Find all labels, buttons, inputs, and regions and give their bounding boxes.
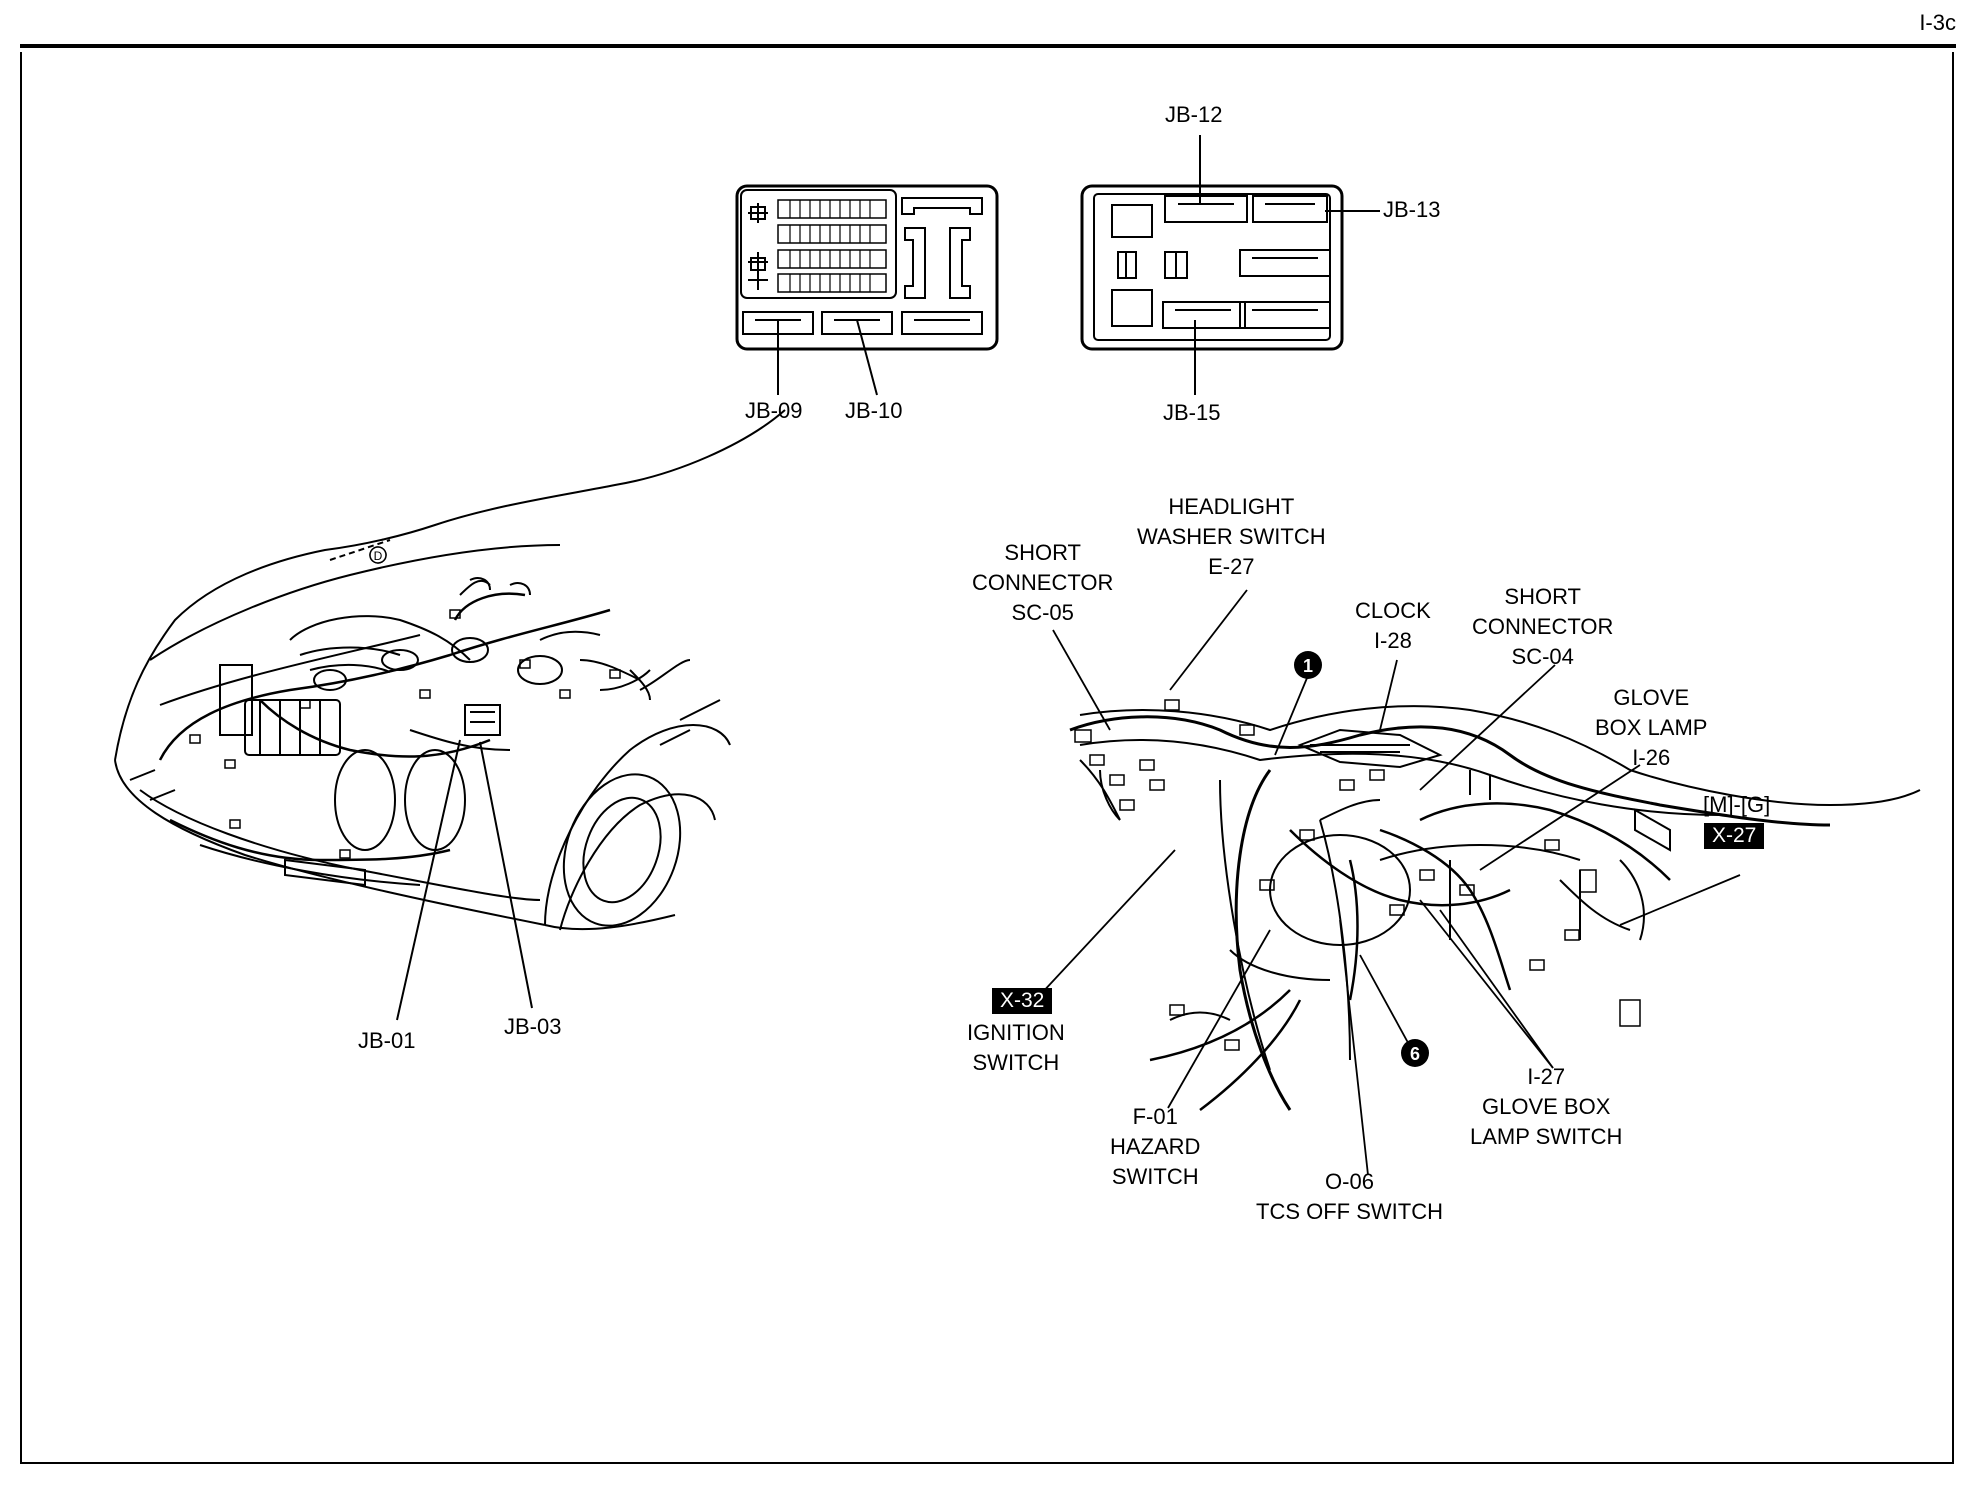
label-short-connector-sc-05: SHORT CONNECTOR SC-05 [972,540,1114,625]
top-rule [20,44,1956,48]
label-mg-variant: [M]-[G] [1703,792,1771,817]
label-jb-09: JB-09 [745,398,803,423]
diagram-frame [20,52,1954,1464]
dashboard-drawing [1069,699,1921,1111]
marker-6 [1401,1039,1429,1067]
marker-d-label: D [374,549,383,563]
label-ignition-switch: IGNITION SWITCH [967,1020,1065,1075]
page-number: I-3c [1919,10,1956,35]
label-jb-15: JB-15 [1163,400,1221,425]
label-clock: CLOCK I-28 [1355,598,1431,653]
label-jb-01: JB-01 [358,1028,416,1053]
junction-box-right [1080,184,1344,351]
label-hazard-switch: F-01 HAZARD SWITCH [1110,1104,1201,1189]
label-glove-box-lamp-switch: I-27 GLOVE BOX LAMP SWITCH [1470,1064,1623,1149]
marker-6-label: 6 [1410,1044,1420,1064]
connector-tag-x-27: X-27 [1704,823,1765,849]
label-glove-box-lamp: GLOVE BOX LAMP I-26 [1595,685,1708,770]
marker-1-label: 1 [1303,656,1313,676]
connector-tag-x-32: X-32 [992,988,1053,1014]
label-short-connector-sc-04: SHORT CONNECTOR SC-04 [1472,584,1614,669]
label-x-27: X-27 [1704,823,1765,849]
label-jb-13: JB-13 [1383,197,1441,222]
engine-bay-drawing [114,409,786,931]
label-jb-12: JB-12 [1165,102,1223,127]
label-x-32: X-32 [992,988,1053,1014]
junction-box-left [735,184,999,351]
label-tcs-off-switch: O-06 TCS OFF SWITCH [1256,1169,1443,1224]
label-jb-10: JB-10 [845,398,903,423]
dashboard-leader-lines [1039,589,1741,1176]
label-jb-03: JB-03 [504,1014,562,1039]
label-headlight-washer-switch: HEADLIGHT WASHER SWITCH E-27 [1137,494,1326,579]
marker-1 [1294,651,1322,679]
